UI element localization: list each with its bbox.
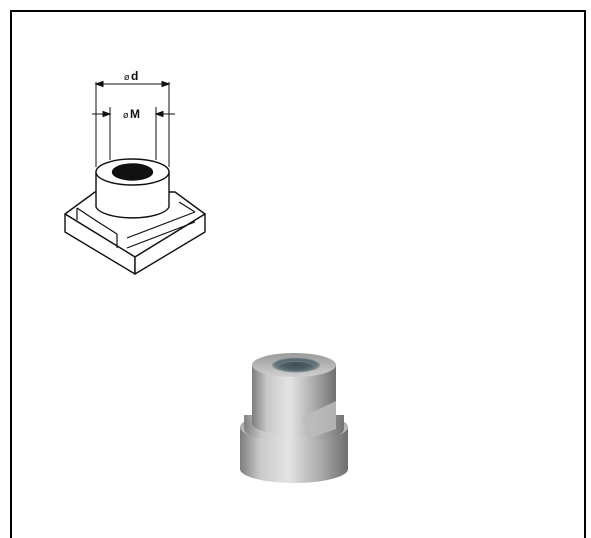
thread-hole: [111, 163, 154, 181]
dimension-m: [92, 107, 175, 160]
dimension-m-symbol: ø: [123, 111, 129, 121]
nut-groove: [76, 201, 196, 249]
dimension-d-label: d: [131, 69, 138, 83]
t-slot-nut-diagram: ø d ø M: [64, 69, 206, 275]
nut-collar: [95, 158, 170, 219]
dimension-d-symbol: ø: [124, 73, 130, 83]
dimension-d: [94, 80, 171, 167]
t-slot-nut-photo: [240, 353, 348, 483]
dimension-m-label: M: [130, 107, 140, 121]
content-frame: [10, 10, 586, 538]
